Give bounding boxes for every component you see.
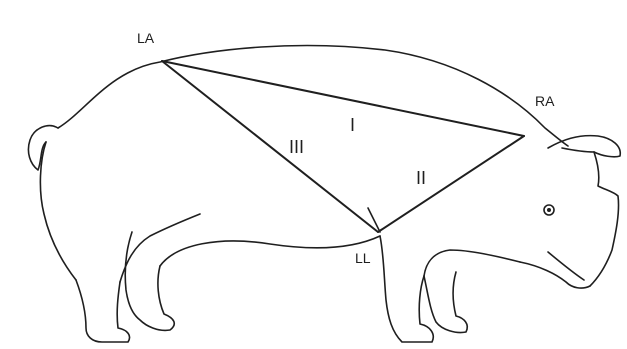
pig-pupil-icon — [547, 208, 551, 212]
lead-1-line — [162, 61, 524, 136]
lead-label-1: I — [350, 115, 355, 135]
lead-label-2: II — [416, 168, 426, 188]
lead-label-3: III — [289, 137, 304, 157]
pig-jaw-outline — [424, 250, 520, 276]
pig-rump-outline — [40, 142, 76, 280]
pig-fore-leg-2-icon — [424, 272, 467, 333]
pig-outline — [28, 46, 620, 342]
pig-hind-leg-icon — [76, 280, 130, 342]
pig-tail-icon — [28, 126, 58, 170]
pig-fore-leg-icon — [380, 236, 433, 342]
pig-snout-icon — [520, 262, 590, 288]
lead-triangle — [162, 61, 524, 232]
pig-mouth-icon — [548, 252, 584, 280]
lead-2-line — [378, 136, 524, 232]
lead-3-line — [162, 61, 378, 232]
pig-belly-line — [160, 236, 380, 266]
pig-head-outline — [590, 152, 619, 286]
pig-hind-leg-2-icon — [125, 232, 174, 330]
electrode-label-ll: LL — [355, 250, 371, 266]
electrode-label-la: LA — [137, 30, 155, 46]
pig-back-line — [58, 46, 568, 146]
electrode-label-ra: RA — [535, 93, 555, 109]
pig-ear-inner-icon — [562, 148, 594, 152]
